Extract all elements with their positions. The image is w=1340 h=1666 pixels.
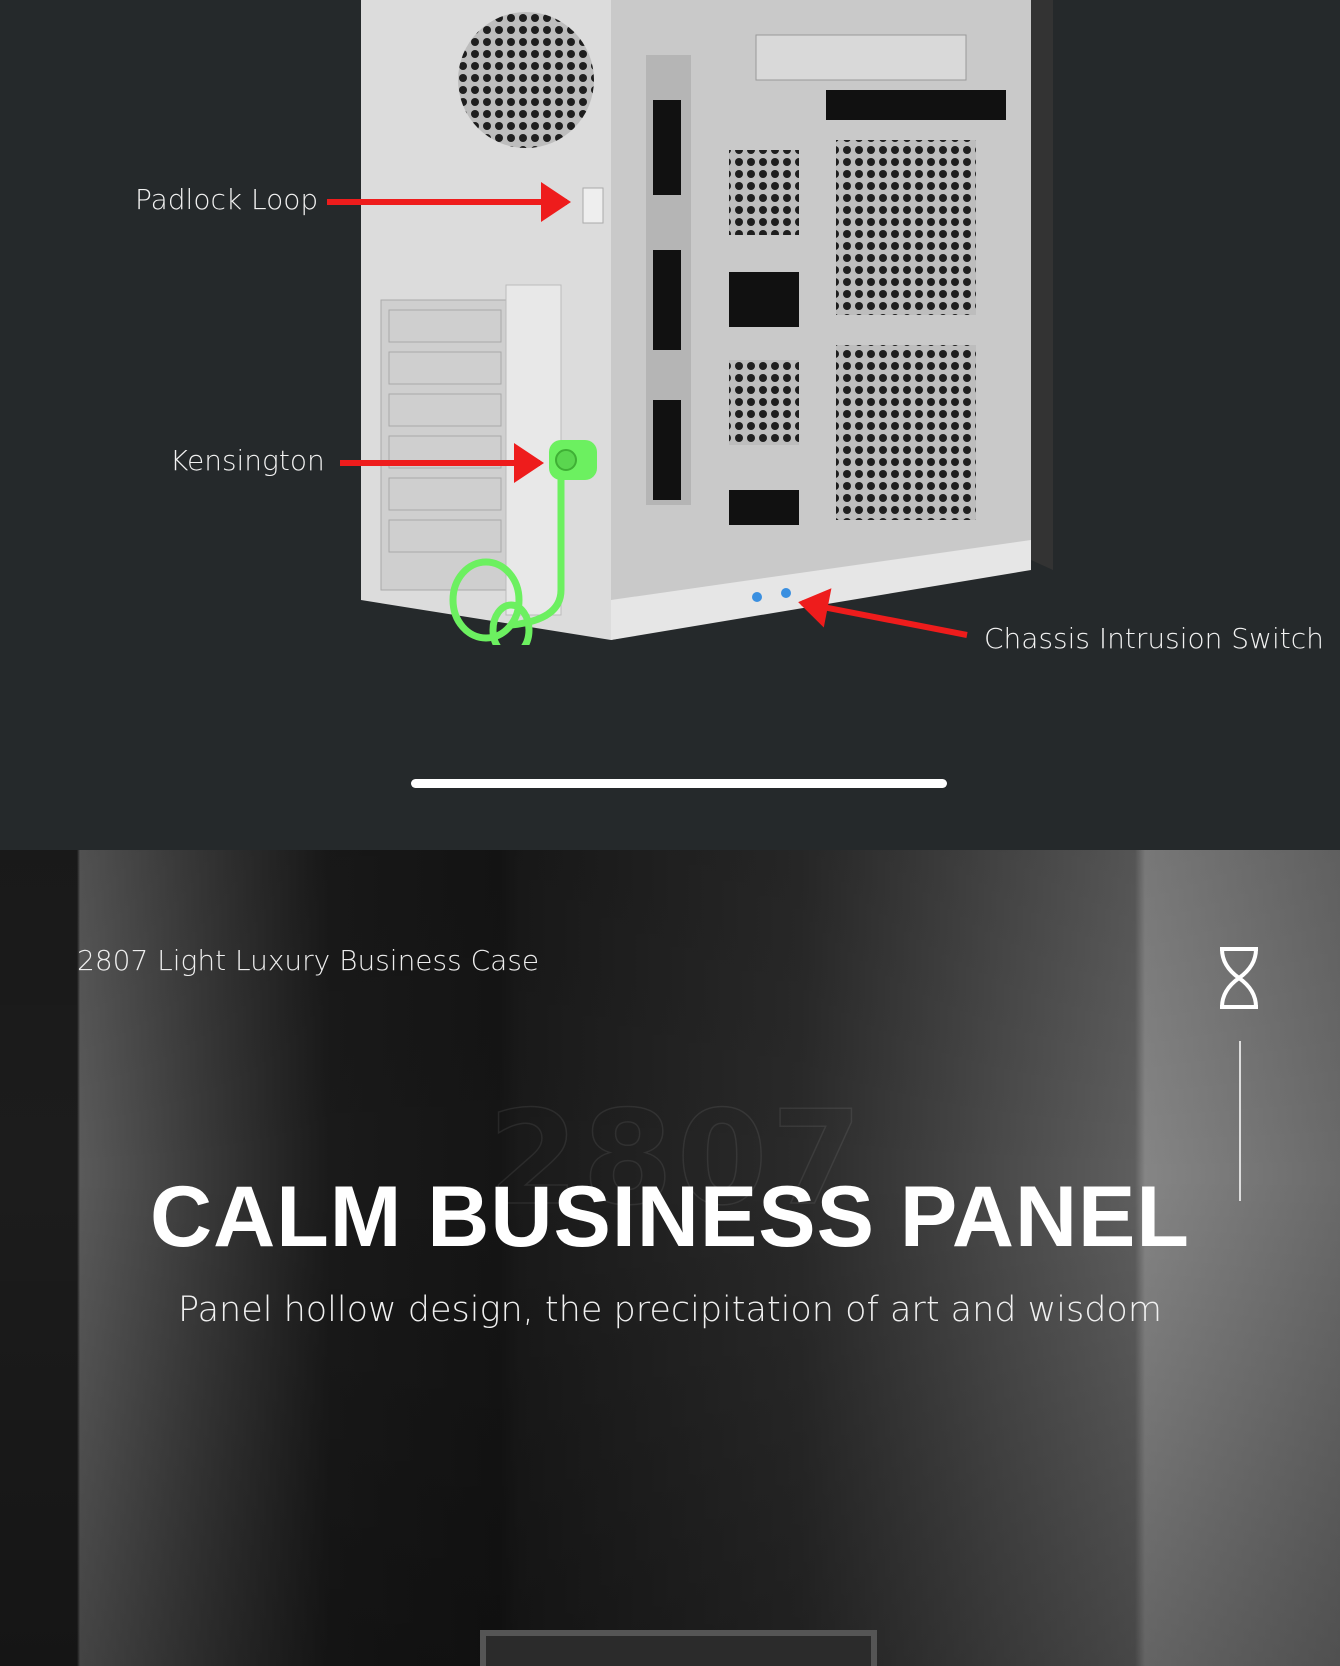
padlock-loop-label: Padlock Loop: [135, 183, 319, 216]
section-divider-bar: [411, 779, 947, 788]
background-shade: [0, 850, 1340, 1666]
ghost-model-number: 2807: [487, 1081, 866, 1235]
kensington-arrow: [340, 443, 544, 483]
vertical-divider: [1239, 1041, 1241, 1201]
kensington-label: Kensington: [170, 444, 325, 477]
product-subtitle: 2807 Light Luxury Business Case: [77, 944, 540, 977]
pc-case-image: [361, 0, 1053, 645]
section-description: Panel hollow design, the precipitation o…: [178, 1290, 1162, 1330]
calm-business-panel-section: 2807 Light Luxury Business Case 2807 CAL…: [0, 850, 1340, 1666]
security-features-section: Padlock Loop Kensington Chassis Intrusio…: [0, 0, 1340, 850]
hourglass-icon: [1220, 947, 1258, 1009]
chassis-intrusion-switch-label: Chassis Intrusion Switch: [984, 622, 1324, 655]
padlock-loop-arrow: [327, 182, 571, 222]
case-top-image: [480, 1630, 877, 1666]
section-title: CALM BUSINESS PANEL: [150, 1169, 1190, 1265]
